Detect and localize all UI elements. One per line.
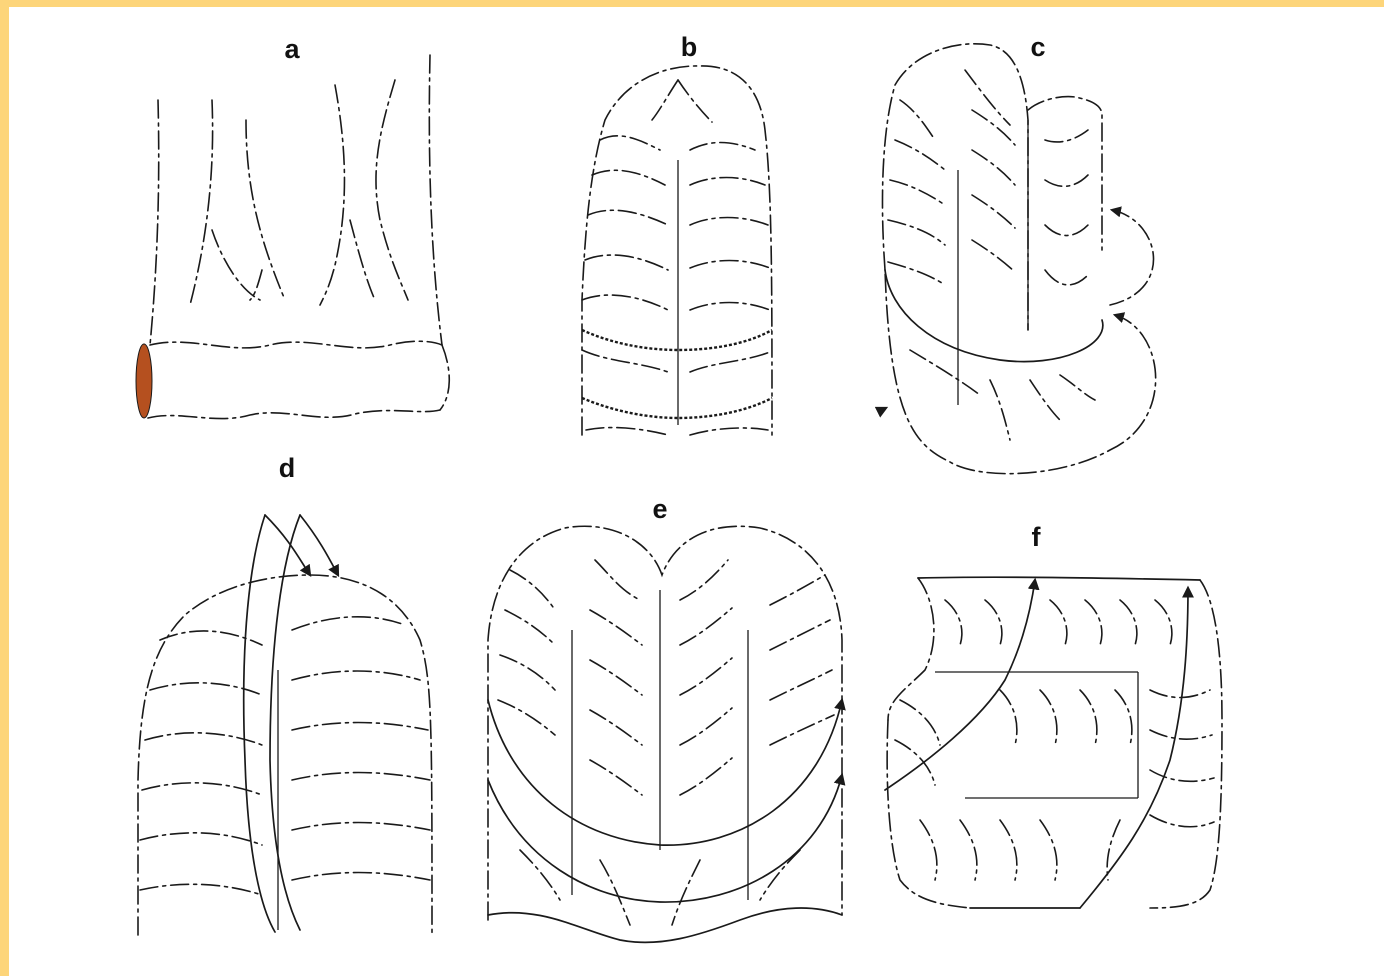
panel-d-drawing bbox=[138, 515, 432, 935]
panel-f: f bbox=[885, 522, 1222, 908]
panel-e-label: e bbox=[652, 494, 667, 524]
stump-marker bbox=[136, 344, 152, 418]
panel-b-label: b bbox=[681, 32, 698, 62]
panel-f-drawing bbox=[885, 577, 1222, 908]
panel-c-label: c bbox=[1030, 32, 1045, 62]
panel-c-drawing bbox=[882, 44, 1156, 474]
panel-e-drawing bbox=[488, 526, 842, 942]
panel-a-drawing bbox=[136, 55, 449, 419]
panel-e: e bbox=[488, 494, 842, 942]
panel-d: d bbox=[138, 453, 432, 935]
panel-c: c bbox=[882, 32, 1156, 474]
panel-f-label: f bbox=[1032, 522, 1042, 552]
panel-d-label: d bbox=[279, 453, 296, 483]
panel-a: a bbox=[136, 34, 449, 419]
panel-b: b bbox=[582, 32, 772, 435]
panel-a-label: a bbox=[284, 34, 300, 64]
panel-b-drawing bbox=[582, 66, 772, 435]
